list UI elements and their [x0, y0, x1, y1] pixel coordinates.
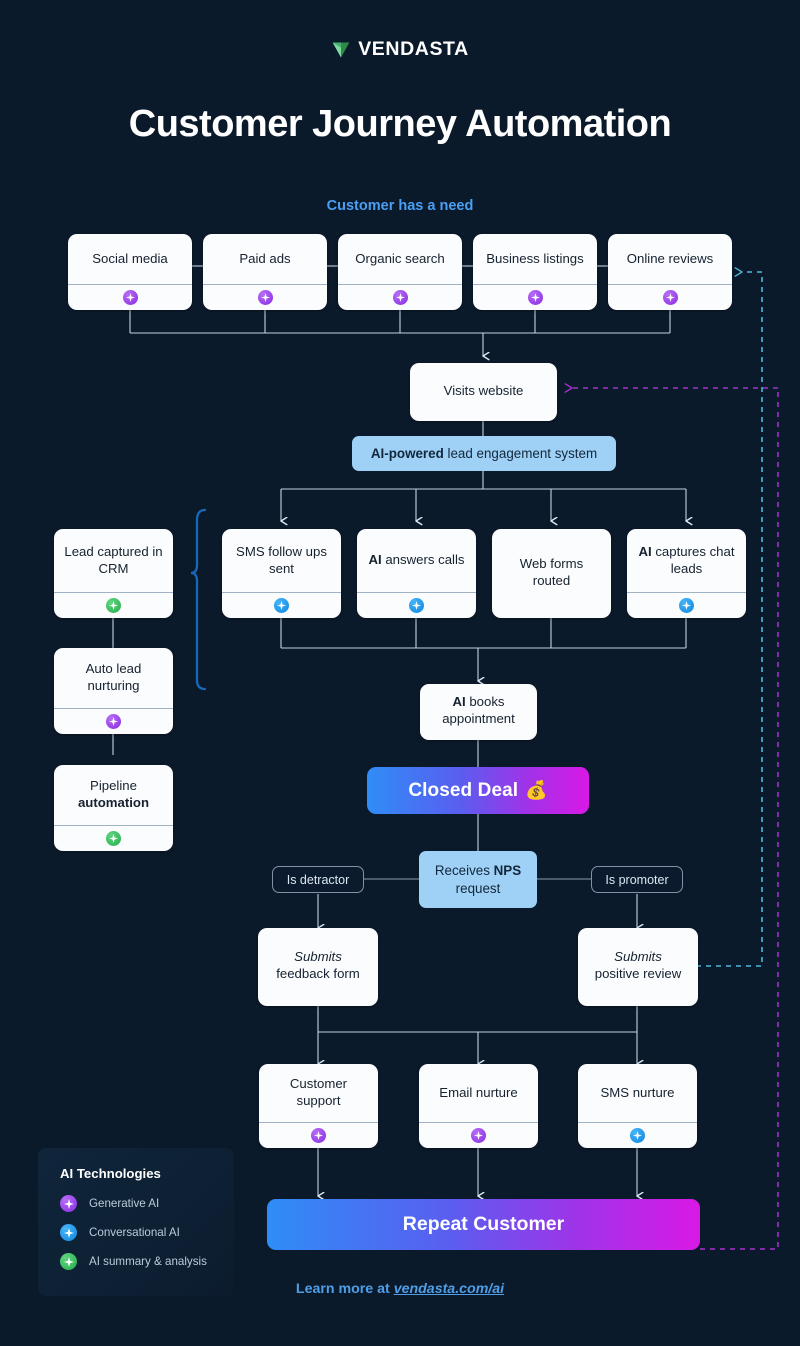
conversational-ai-badge-icon — [630, 1128, 645, 1143]
nps-label: Receives NPS request — [434, 863, 522, 896]
node-label: Social media — [92, 250, 168, 266]
node-ai-captures-chat-leads[interactable]: AI captures chat leads — [627, 529, 746, 618]
node-badge-slot — [203, 284, 327, 310]
node-badge-slot — [357, 592, 476, 618]
node-badge-slot — [54, 708, 173, 734]
legend-item-label: Conversational AI — [89, 1226, 180, 1239]
money-bag-icon: 💰 — [525, 780, 548, 800]
pill-is-detractor[interactable]: Is detractor — [272, 866, 364, 893]
node-ai-engagement-system[interactable]: AI-powered lead engagement system — [352, 436, 616, 471]
node-label: AI captures chat leads — [638, 543, 735, 576]
legend-item-conversational-ai: Conversational AI — [60, 1224, 218, 1241]
node-badge-slot — [54, 592, 173, 618]
node-badge-slot — [54, 825, 173, 851]
ai-summary-badge-icon — [106, 831, 121, 846]
footer-url[interactable]: vendasta.com/ai — [393, 1281, 505, 1297]
engagement-system-label: AI-powered lead engagement system — [370, 445, 598, 461]
node-badge-slot — [608, 284, 732, 310]
conversational-ai-badge-icon — [274, 598, 289, 613]
generative-ai-badge-icon — [257, 290, 273, 305]
legend-item-generative-ai: Generative AI — [60, 1195, 218, 1212]
generative-ai-badge-icon — [662, 290, 678, 305]
node-sms-nurture[interactable]: SMS nurture — [578, 1064, 697, 1148]
brand-logo: VENDASTA — [0, 38, 800, 61]
repeat-customer-label: Repeat Customer — [402, 1213, 565, 1235]
sparkle-icon — [60, 1195, 77, 1212]
node-customer-support[interactable]: Customer support — [259, 1064, 378, 1148]
generative-ai-badge-icon — [106, 714, 121, 729]
node-badge-slot — [222, 592, 341, 618]
node-badge-slot — [259, 1122, 378, 1148]
legend-item-label: AI summary & analysis — [89, 1255, 207, 1268]
vendasta-logo-mark — [332, 42, 350, 57]
generative-ai-badge-icon — [311, 1128, 326, 1143]
node-badge-slot — [578, 1122, 697, 1148]
pill-is-promoter[interactable]: Is promoter — [591, 866, 683, 893]
need-label: Customer has a need — [326, 198, 474, 214]
node-repeat-customer[interactable]: Repeat Customer — [267, 1199, 700, 1250]
node-label: Online reviews — [626, 250, 714, 266]
node-badge-slot — [68, 284, 192, 310]
node-receives-nps-request[interactable]: Receives NPS request — [419, 851, 537, 908]
node-label: Web forms routed — [519, 555, 584, 588]
generative-ai-badge-icon — [527, 290, 543, 305]
ai-summary-badge-icon — [106, 598, 121, 613]
node-organic-search[interactable]: Organic search — [338, 234, 462, 310]
generative-ai-badge-icon — [471, 1128, 486, 1143]
node-label: Auto lead nurturing — [85, 661, 142, 693]
node-label: Email nurture — [439, 1084, 518, 1100]
legend-item-ai-summary: AI summary & analysis — [60, 1253, 218, 1270]
conversational-ai-badge-icon — [679, 598, 694, 613]
node-lead-captured-crm[interactable]: Lead captured in CRM — [54, 529, 173, 618]
node-business-listings[interactable]: Business listings — [473, 234, 597, 310]
sparkle-icon — [60, 1224, 77, 1241]
page-title: Customer Journey Automation — [128, 103, 672, 145]
generative-ai-badge-icon — [122, 290, 138, 305]
node-pipeline-automation[interactable]: Pipeline automation — [54, 765, 173, 851]
node-badge-slot — [419, 1122, 538, 1148]
node-visits-website[interactable]: Visits website — [410, 363, 557, 421]
node-ai-books-appointment[interactable]: AI books appointment — [420, 684, 537, 740]
sparkle-icon — [60, 1253, 77, 1270]
node-online-reviews[interactable]: Online reviews — [608, 234, 732, 310]
node-label: Organic search — [355, 250, 445, 266]
node-email-nurture[interactable]: Email nurture — [419, 1064, 538, 1148]
node-label: AI answers calls — [368, 552, 465, 568]
node-label: Paid ads — [239, 250, 291, 266]
node-auto-lead-nurturing[interactable]: Auto lead nurturing — [54, 648, 173, 734]
node-label: Customer support — [289, 1076, 348, 1108]
footer-prefix: Learn more at — [295, 1281, 394, 1297]
node-paid-ads[interactable]: Paid ads — [203, 234, 327, 310]
node-badge-slot — [338, 284, 462, 310]
brand-name: VENDASTA — [358, 38, 469, 60]
node-ai-answers-calls[interactable]: AI answers calls — [357, 529, 476, 618]
node-web-forms-routed[interactable]: Web forms routed — [492, 529, 611, 618]
node-social-media[interactable]: Social media — [68, 234, 192, 310]
legend-panel: AI Technologies Generative AI Conversati… — [38, 1148, 234, 1296]
node-closed-deal[interactable]: Closed Deal 💰 — [367, 767, 589, 814]
node-badge-slot — [473, 284, 597, 310]
generative-ai-badge-icon — [392, 290, 408, 305]
legend-item-label: Generative AI — [89, 1197, 160, 1210]
conversational-ai-badge-icon — [409, 598, 424, 613]
footer-cta: Learn more at vendasta.com/ai — [0, 1281, 800, 1297]
pill-label: Is promoter — [605, 872, 669, 887]
node-label: SMS follow ups sent — [236, 543, 327, 576]
node-label: Pipeline automation — [77, 778, 150, 810]
legend-title: AI Technologies — [60, 1166, 161, 1181]
node-sms-follow-ups[interactable]: SMS follow ups sent — [222, 529, 341, 618]
node-label: Business listings — [486, 250, 584, 266]
closed-deal-label: Closed Deal — [408, 779, 519, 801]
node-badge-slot — [627, 592, 746, 618]
node-label: Visits website — [443, 382, 524, 398]
node-label: AI books appointment — [442, 694, 515, 726]
ai-group-brace — [190, 508, 207, 691]
pill-label: Is detractor — [286, 872, 350, 887]
node-label: SMS nurture — [600, 1084, 675, 1100]
node-label: Lead captured in CRM — [64, 543, 163, 576]
